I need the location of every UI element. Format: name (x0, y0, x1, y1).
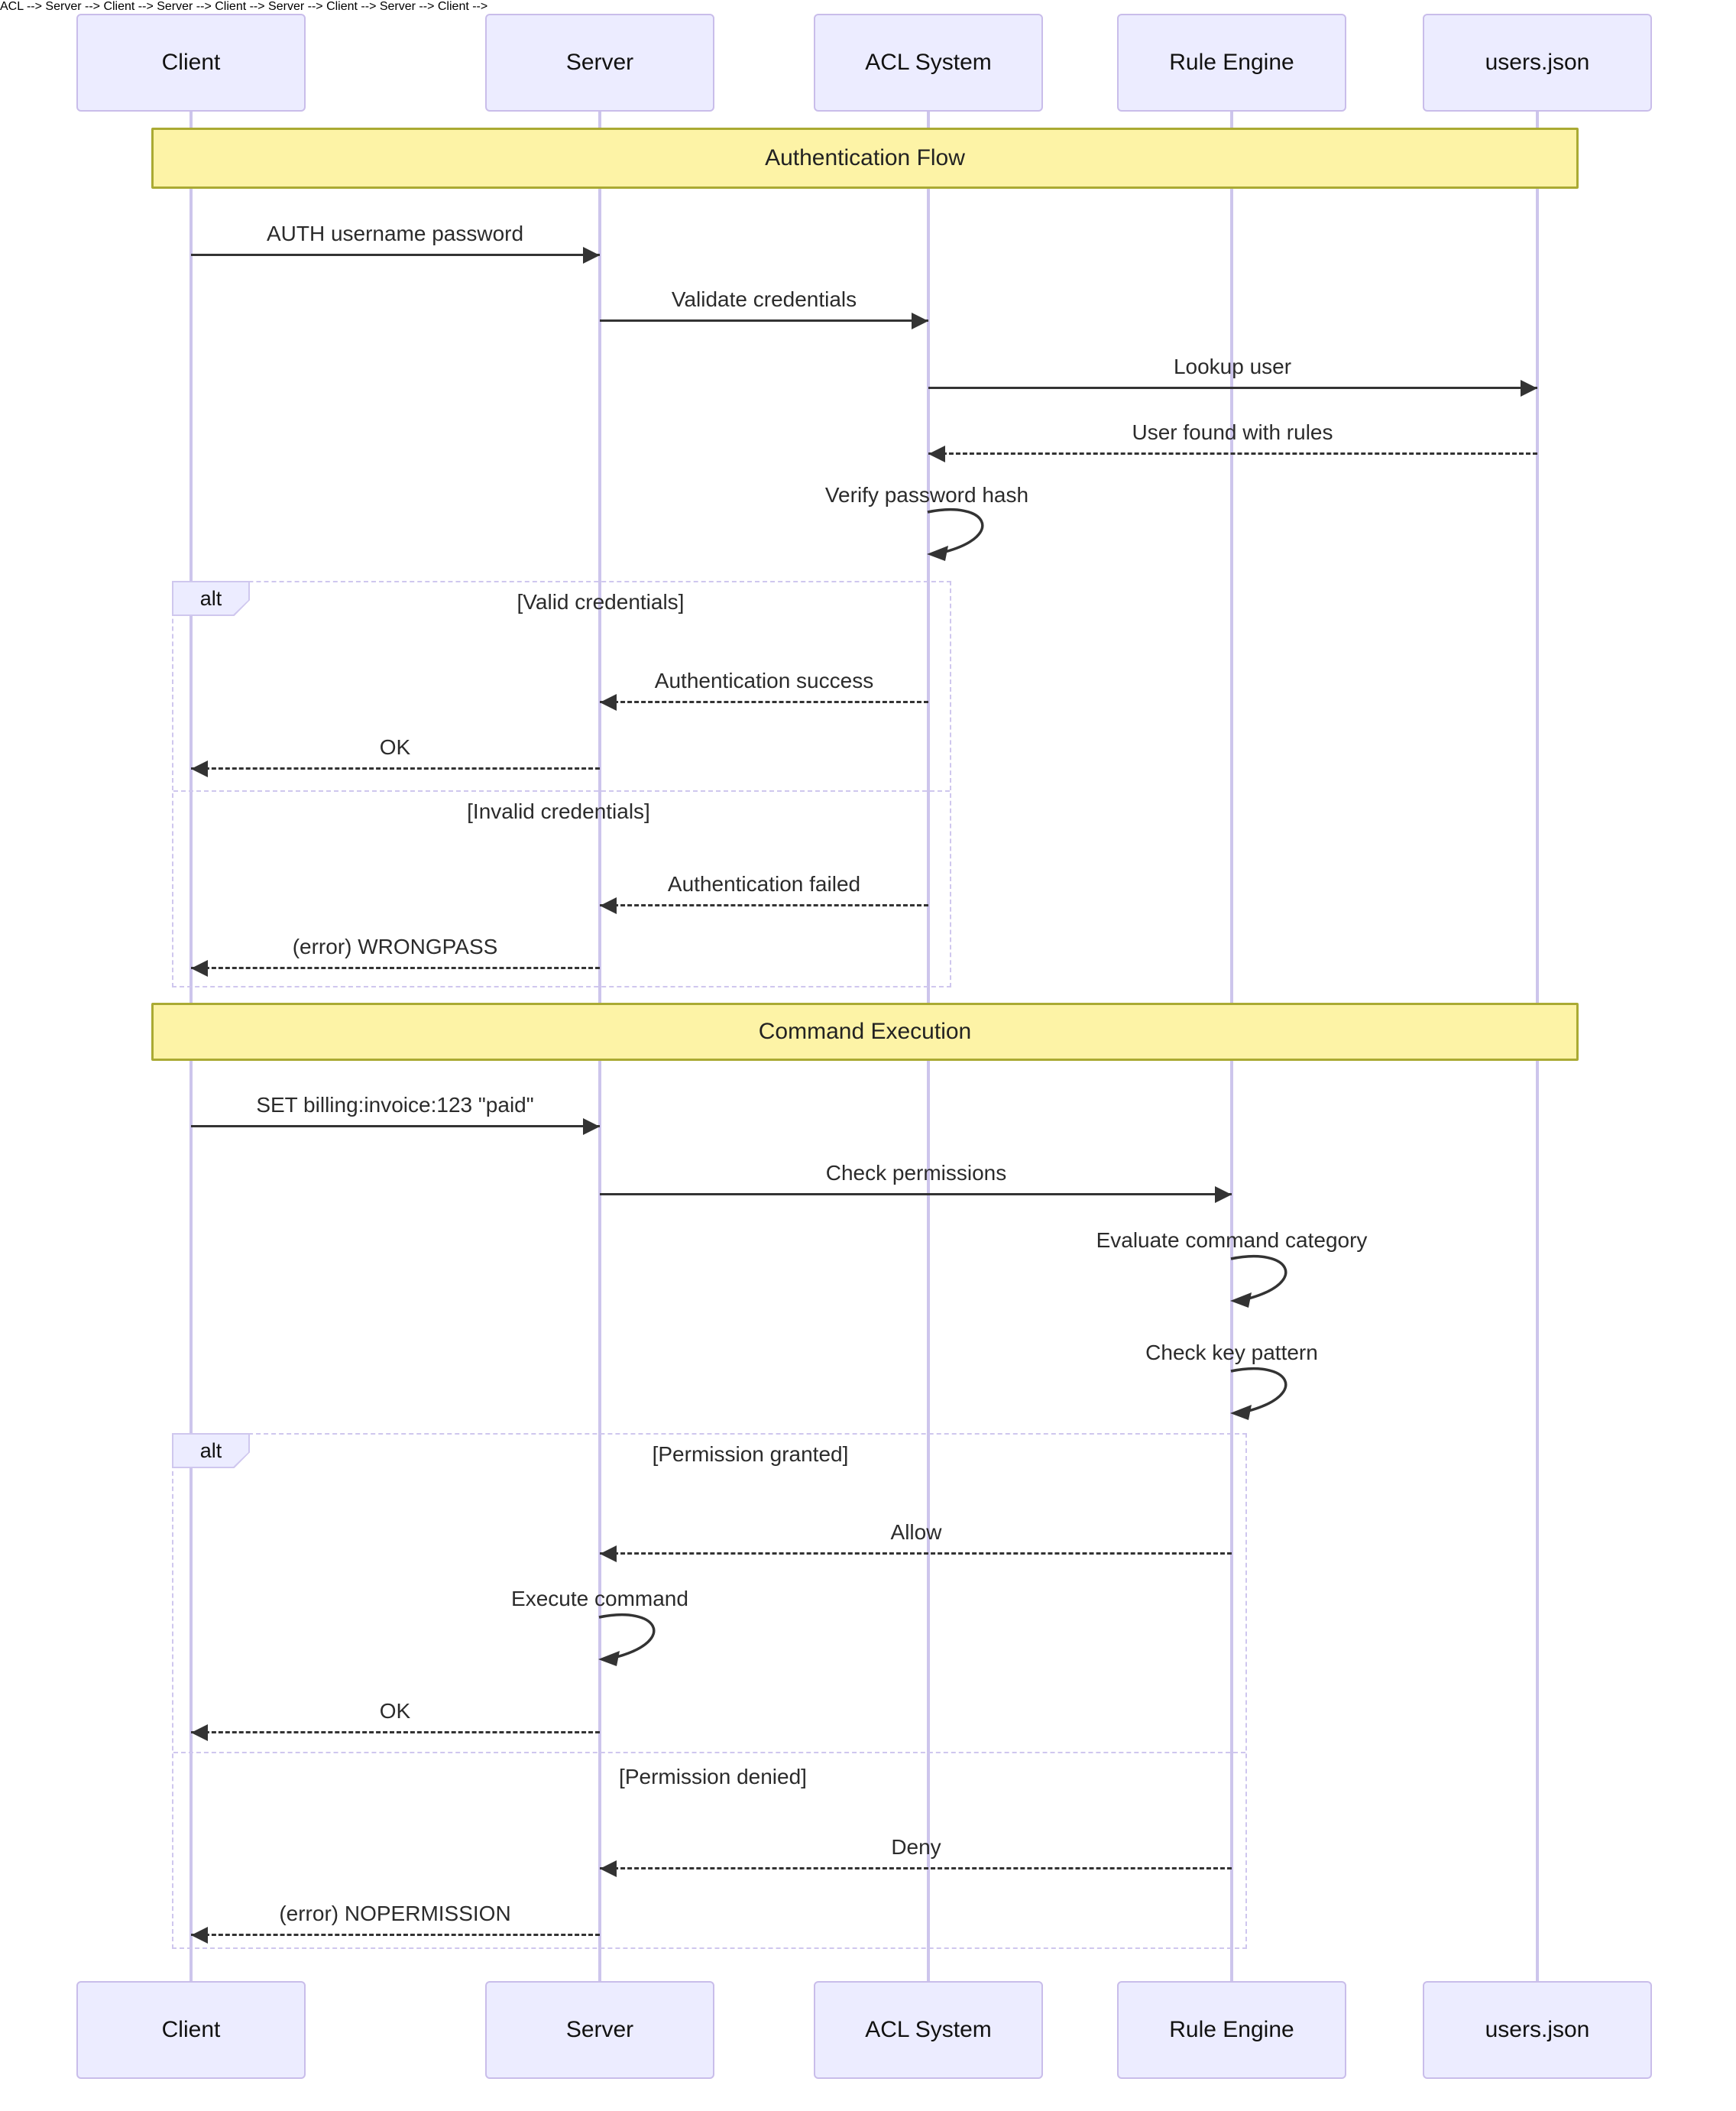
participant-label: ACL System (865, 2017, 992, 2042)
participant-top-acl-system: ACL System (814, 14, 1043, 112)
message-label: AUTH username password (266, 222, 524, 245)
participant-label: Rule Engine (1169, 50, 1294, 75)
message-line (600, 701, 928, 703)
arrowhead-left-icon (600, 694, 617, 711)
message-label: Check key pattern (1145, 1341, 1318, 1364)
alt-frame-label: alt (173, 582, 248, 614)
self-loop-arrow (927, 507, 984, 561)
message-line (600, 1552, 1232, 1555)
message-line (191, 767, 600, 770)
arrowhead-right-icon (1521, 380, 1537, 397)
arrowhead-left-icon (600, 1545, 617, 1562)
message-label: Evaluate command category (1096, 1228, 1368, 1252)
message-label: (error) WRONGPASS (292, 935, 498, 958)
message-label: Allow (890, 1520, 942, 1544)
message-label: SET billing:invoice:123 "paid" (256, 1093, 534, 1117)
participant-label: Client (161, 50, 221, 75)
arrowhead-left-icon (928, 446, 945, 462)
alt-frame-permission (172, 1433, 1247, 1949)
participant-top-client: Client (76, 14, 306, 112)
section-title: Command Execution (758, 1019, 972, 1044)
arrowhead-left-icon (191, 1724, 208, 1741)
message-label: Execute command (511, 1587, 688, 1610)
alt-condition: [Invalid credentials] (467, 799, 650, 823)
self-loop-arrow (598, 1613, 656, 1666)
arrowhead-left-icon (191, 1927, 208, 1944)
self-loop-arrow (1230, 1367, 1287, 1420)
arrowhead-left-icon (600, 897, 617, 914)
message-label: Authentication success (654, 669, 874, 692)
participant-label: users.json (1485, 2017, 1590, 2042)
arrowhead-left-icon (191, 960, 208, 977)
arrowhead-left-icon (191, 760, 208, 777)
message-line (191, 254, 600, 256)
message-label: OK (379, 1699, 411, 1723)
participant-bottom-server: Server (485, 1981, 714, 2079)
message-line (191, 1125, 600, 1127)
alt-frame-tab: alt (172, 581, 250, 616)
message-line (928, 452, 1537, 455)
message-line (928, 387, 1537, 389)
participant-label: Server (565, 2017, 634, 2042)
alt-condition: [Permission denied] (619, 1765, 807, 1788)
message-line (600, 319, 928, 322)
participant-label: ACL System (865, 50, 992, 75)
arrowhead-right-icon (1215, 1186, 1232, 1203)
section-note-command-execution: Command Execution (151, 1003, 1579, 1061)
alt-condition: [Permission granted] (652, 1442, 849, 1466)
message-label: OK (379, 735, 411, 759)
participant-top-rule-engine: Rule Engine (1117, 14, 1346, 112)
message-label: User found with rules (1132, 420, 1333, 444)
arrowhead-left-icon (600, 1860, 617, 1877)
alt-condition: [Valid credentials] (517, 590, 685, 614)
alt-divider (173, 1752, 1245, 1753)
participant-label: Rule Engine (1169, 2017, 1294, 2042)
participant-label: users.json (1485, 50, 1590, 75)
section-note-authentication-flow: Authentication Flow (151, 128, 1579, 189)
message-label: Validate credentials (671, 287, 857, 311)
participant-bottom-client: Client (76, 1981, 306, 2079)
self-loop-arrow (1230, 1254, 1287, 1308)
arrowhead-right-icon (912, 313, 928, 329)
message-label: Lookup user (1173, 355, 1292, 378)
alt-frame-authentication (172, 581, 951, 987)
message-label: Deny (891, 1835, 941, 1859)
message-label: Authentication failed (667, 872, 861, 896)
participant-top-users-json: users.json (1423, 14, 1652, 112)
participant-label: Server (565, 50, 634, 75)
message-line (600, 904, 928, 906)
message-label: Verify password hash (824, 483, 1029, 507)
message-line (191, 1731, 600, 1733)
section-title: Authentication Flow (765, 145, 965, 170)
participant-bottom-users-json: users.json (1423, 1981, 1652, 2079)
message-label: Check permissions (825, 1161, 1007, 1185)
alt-divider (173, 790, 950, 792)
alt-frame-tab: alt (172, 1433, 250, 1468)
arrowhead-right-icon (583, 1118, 600, 1135)
participant-label: Client (161, 2017, 221, 2042)
participant-top-server: Server (485, 14, 714, 112)
message-line (600, 1867, 1232, 1869)
message-label: (error) NOPERMISSION (279, 1902, 511, 1925)
participant-bottom-rule-engine: Rule Engine (1117, 1981, 1346, 2079)
participant-bottom-acl-system: ACL System (814, 1981, 1043, 2079)
alt-frame-label: alt (173, 1435, 248, 1467)
arrowhead-right-icon (583, 247, 600, 264)
message-line (191, 967, 600, 969)
message-line (191, 1934, 600, 1936)
message-line (600, 1193, 1232, 1195)
